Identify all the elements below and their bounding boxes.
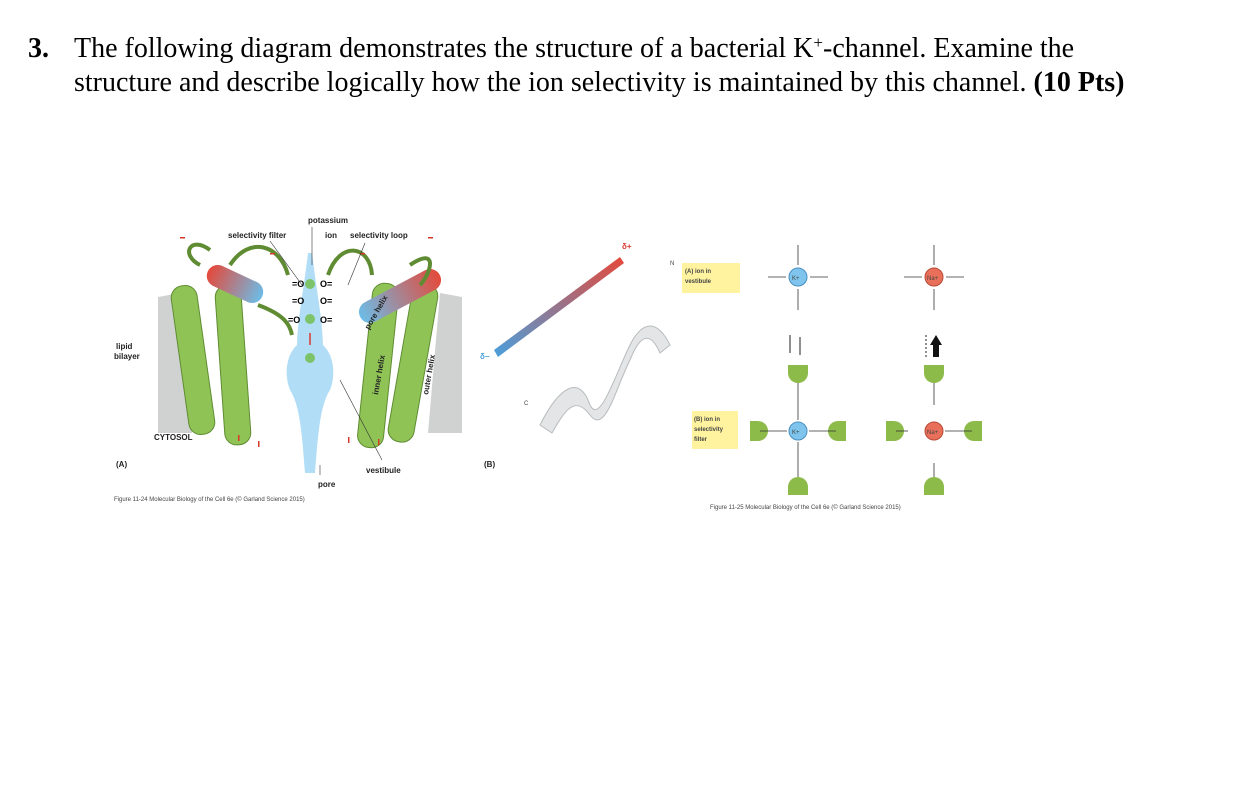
figure-b-pore-helix-dipole: δ+ δ− N C (B) bbox=[480, 242, 674, 469]
label-lipid-1: lipid bbox=[116, 342, 133, 351]
panel-b-label: (B) bbox=[484, 460, 495, 469]
label-n-terminus: N bbox=[670, 261, 674, 267]
carbonyl-shapes bbox=[750, 365, 982, 495]
figure-c-ion-selectivity: (A) ion in vestibule (B) ion in selectiv… bbox=[682, 245, 982, 511]
label-cytosol: CYTOSOL bbox=[154, 433, 193, 442]
panel-a-label: (A) bbox=[116, 460, 127, 469]
k-ion-1 bbox=[305, 279, 315, 289]
k-ion-hydrated bbox=[788, 267, 808, 287]
svg-text:O=: O= bbox=[320, 279, 332, 289]
question-text-part1: The following diagram demonstrates the s… bbox=[74, 33, 814, 64]
question-points: (10 Pts) bbox=[1033, 67, 1125, 98]
label-vestibule: vestibule bbox=[366, 466, 401, 475]
alpha-helix-ribbon bbox=[539, 325, 671, 434]
figure-c-caption: Figure 11-25 Molecular Biology of the Ce… bbox=[710, 504, 901, 511]
na-ion-hydrated-label: Na+ bbox=[927, 276, 939, 282]
lipid-membrane-right bbox=[428, 293, 462, 433]
k-ion-2 bbox=[305, 314, 315, 324]
label-lipid-2: bilayer bbox=[114, 352, 140, 361]
label-potassium-1: potassium bbox=[308, 216, 348, 225]
box-b-line3: filter bbox=[694, 437, 708, 443]
box-a-line1: (A) ion in bbox=[685, 269, 711, 275]
question-text: The following diagram demonstrates the s… bbox=[74, 32, 1148, 100]
label-delta-plus: δ+ bbox=[622, 242, 632, 251]
question-text-part2: -channel. Examine the structure and desc… bbox=[74, 33, 1075, 98]
na-ion-filter bbox=[924, 421, 944, 441]
figure-a-channel-diagram: =O O= =O O= =O O= potassium ion selectivity… bbox=[114, 216, 462, 503]
svg-text:=O: =O bbox=[292, 279, 304, 289]
question-superscript: + bbox=[813, 33, 823, 52]
na-ion-hydrated bbox=[924, 267, 944, 287]
dipole-arrow bbox=[494, 257, 624, 357]
k-ion-hydrated-label: K+ bbox=[792, 276, 800, 282]
box-b-line1: (B) ion in bbox=[694, 417, 720, 423]
na-ion-filter-label: Na+ bbox=[927, 430, 939, 436]
charge-marks bbox=[180, 237, 433, 447]
box-ion-in-vestibule bbox=[682, 263, 740, 293]
label-c-terminus: C bbox=[524, 401, 529, 407]
label-selectivity-loop: selectivity loop bbox=[350, 231, 408, 240]
svg-text:O=: O= bbox=[320, 296, 332, 306]
carbonyl-groups: =O O= =O O= =O O= bbox=[288, 279, 332, 325]
label-pore: pore bbox=[318, 480, 336, 489]
lipid-membrane-left bbox=[158, 293, 192, 433]
box-ion-in-filter bbox=[692, 411, 738, 449]
figure-a-caption: Figure 11-24 Molecular Biology of the Ce… bbox=[114, 496, 305, 503]
label-delta-minus: δ− bbox=[480, 352, 490, 361]
question-number: 3. bbox=[28, 33, 49, 64]
label-potassium-2: ion bbox=[325, 231, 337, 240]
box-a-line2: vestibule bbox=[685, 279, 712, 285]
box-b-line2: selectivity bbox=[694, 427, 724, 433]
label-selectivity-filter: selectivity filter bbox=[228, 231, 286, 240]
k-ion-3 bbox=[305, 353, 315, 363]
k-ion-filter bbox=[788, 421, 808, 441]
svg-text:=O: =O bbox=[288, 315, 300, 325]
k-ion-filter-label: K+ bbox=[792, 430, 800, 436]
svg-text:O=: O= bbox=[320, 315, 332, 325]
svg-text:=O: =O bbox=[292, 296, 304, 306]
